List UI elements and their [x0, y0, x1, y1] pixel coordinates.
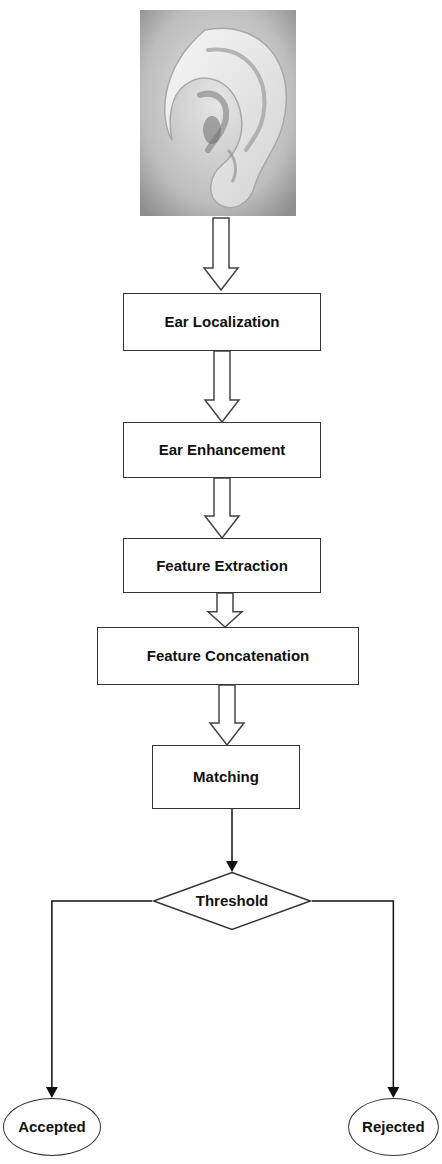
process-box: Feature Concatenation: [97, 627, 359, 685]
connector: [226, 809, 238, 872]
process-box: Matching: [152, 745, 300, 809]
arrow-head: [226, 861, 238, 872]
terminal-ellipse: Accepted: [3, 1098, 101, 1156]
hollow-arrow: [204, 218, 238, 290]
process-box: Feature Extraction: [123, 538, 321, 593]
node-label: Feature Extraction: [156, 557, 288, 575]
connector: [205, 478, 239, 538]
node-label: Matching: [193, 768, 259, 786]
node-label: Accepted: [18, 1118, 86, 1136]
connector: [312, 901, 399, 1098]
hollow-arrow: [205, 351, 239, 422]
process-box: Ear Enhancement: [123, 422, 321, 478]
hollow-arrow: [205, 478, 239, 538]
terminal-ellipse: Rejected: [348, 1098, 439, 1156]
arrow-head: [46, 1087, 58, 1098]
connector-line: [312, 901, 393, 1088]
ear-photo: [0, 0, 442, 300]
hollow-arrow: [208, 593, 242, 627]
connector: [46, 901, 152, 1098]
hollow-arrow: [210, 685, 244, 745]
connector: [210, 685, 244, 745]
node-label: Ear Enhancement: [159, 441, 286, 459]
connector: [205, 351, 239, 422]
process-box: Ear Localization: [123, 293, 321, 351]
node-label: Ear Localization: [164, 313, 279, 331]
connector-line: [231, 809, 233, 862]
arrow-head: [387, 1087, 399, 1098]
node-label: Rejected: [362, 1118, 425, 1136]
connector-line: [52, 901, 152, 1088]
node-label: Feature Concatenation: [147, 647, 310, 665]
node-label: Threshold: [196, 892, 269, 910]
connector: [208, 593, 242, 627]
decision-diamond: Threshold: [152, 872, 312, 930]
